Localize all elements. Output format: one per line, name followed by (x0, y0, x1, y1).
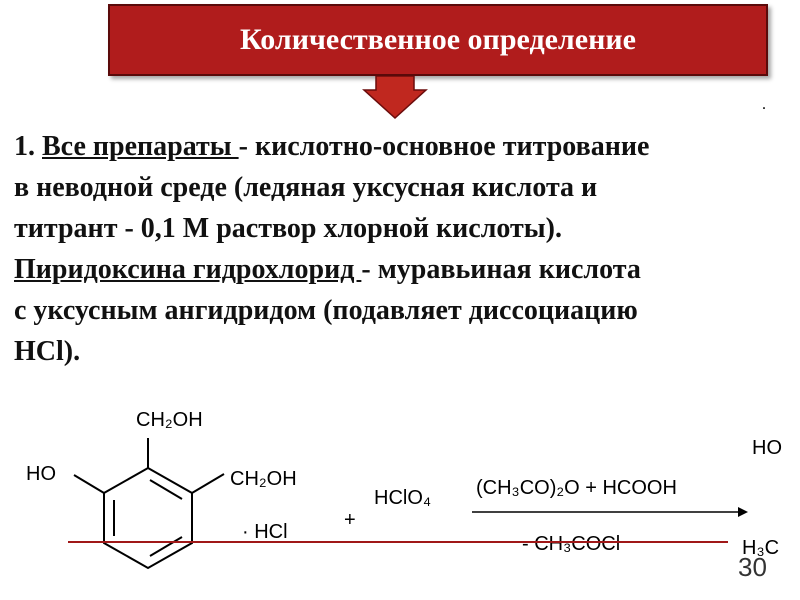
text-line: с уксусным ангидридом (подавляет диссоци… (14, 295, 638, 326)
conditions-top-label: (CH₃CO)₂O + HCOOH (476, 477, 677, 499)
corner-mark: . (762, 96, 766, 113)
top-ch2oh-label: CH₂OH (136, 409, 203, 431)
reaction-scheme: CH₂OH HO CH₂OH · HCl + HClO₄ (CH₃CO)₂O +… (26, 409, 782, 570)
text-line: HCl). (14, 336, 81, 367)
product-ho-label: HO (752, 437, 782, 459)
text-line: титрант - 0,1 М раствор хлорной кислоты)… (14, 213, 562, 244)
arrow-head-icon (738, 507, 748, 517)
plus-sign: + (344, 509, 356, 531)
text-line: 1. Все препараты - кислотно-основное тит… (14, 131, 650, 162)
pyridine-ring (73, 438, 225, 570)
reagent-label: HClO₄ (374, 487, 431, 509)
text-line: Пиридоксина гидрохлорид - муравьиная кис… (14, 254, 641, 285)
conditions-bottom-label: - CH₃COCl (522, 533, 620, 555)
term-all-drugs: Все препараты (42, 131, 239, 162)
text-line: в неводной среде (ледяная уксусная кисло… (14, 172, 598, 203)
page-number: 30 (738, 552, 767, 582)
right-ch2oh-label: CH₂OH (230, 468, 297, 490)
ho-label: HO (26, 463, 56, 485)
page-title: Количественное определение (240, 23, 636, 56)
title-banner: Количественное определение (108, 4, 768, 76)
down-arrow-icon (362, 76, 428, 120)
body-paragraph: 1. Все препараты - кислотно-основное тит… (14, 126, 784, 372)
product-h3c-label: H₃C (742, 537, 779, 559)
hcl-salt-label: · HCl (242, 521, 288, 543)
term-pyridoxine: Пиридоксина гидрохлорид (14, 254, 362, 285)
